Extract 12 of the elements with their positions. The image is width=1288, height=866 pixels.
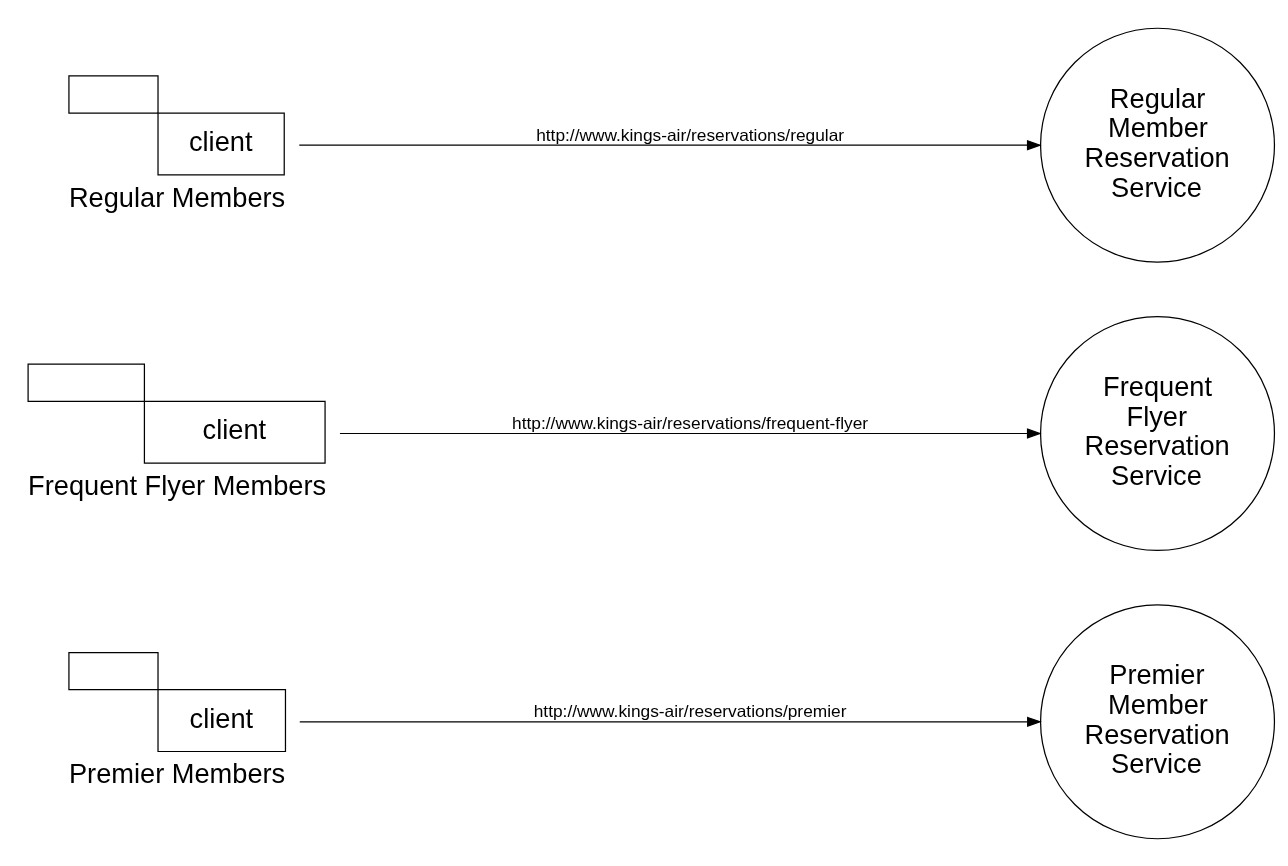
node-label: Regular Members <box>68 181 286 213</box>
edge-label: http://www.kings-air/reservations/frequent-flyer <box>512 412 869 433</box>
arrow <box>298 139 1042 150</box>
node-circle: Premier Member Reservation Service <box>1039 603 1276 839</box>
arrow <box>299 716 1042 727</box>
edge-label: http://www.kings-air/reservations/regular <box>536 123 845 144</box>
node-label: Frequent Flyer Members <box>28 469 327 501</box>
node-circle: Frequent Flyer Reservation Service <box>1039 315 1276 551</box>
node-circle: Regular Member Reservation Service <box>1039 27 1276 263</box>
edge-label: http://www.kings-air/reservations/premier <box>533 700 847 721</box>
arrow <box>339 427 1042 439</box>
node-label: Premier Members <box>68 757 286 789</box>
